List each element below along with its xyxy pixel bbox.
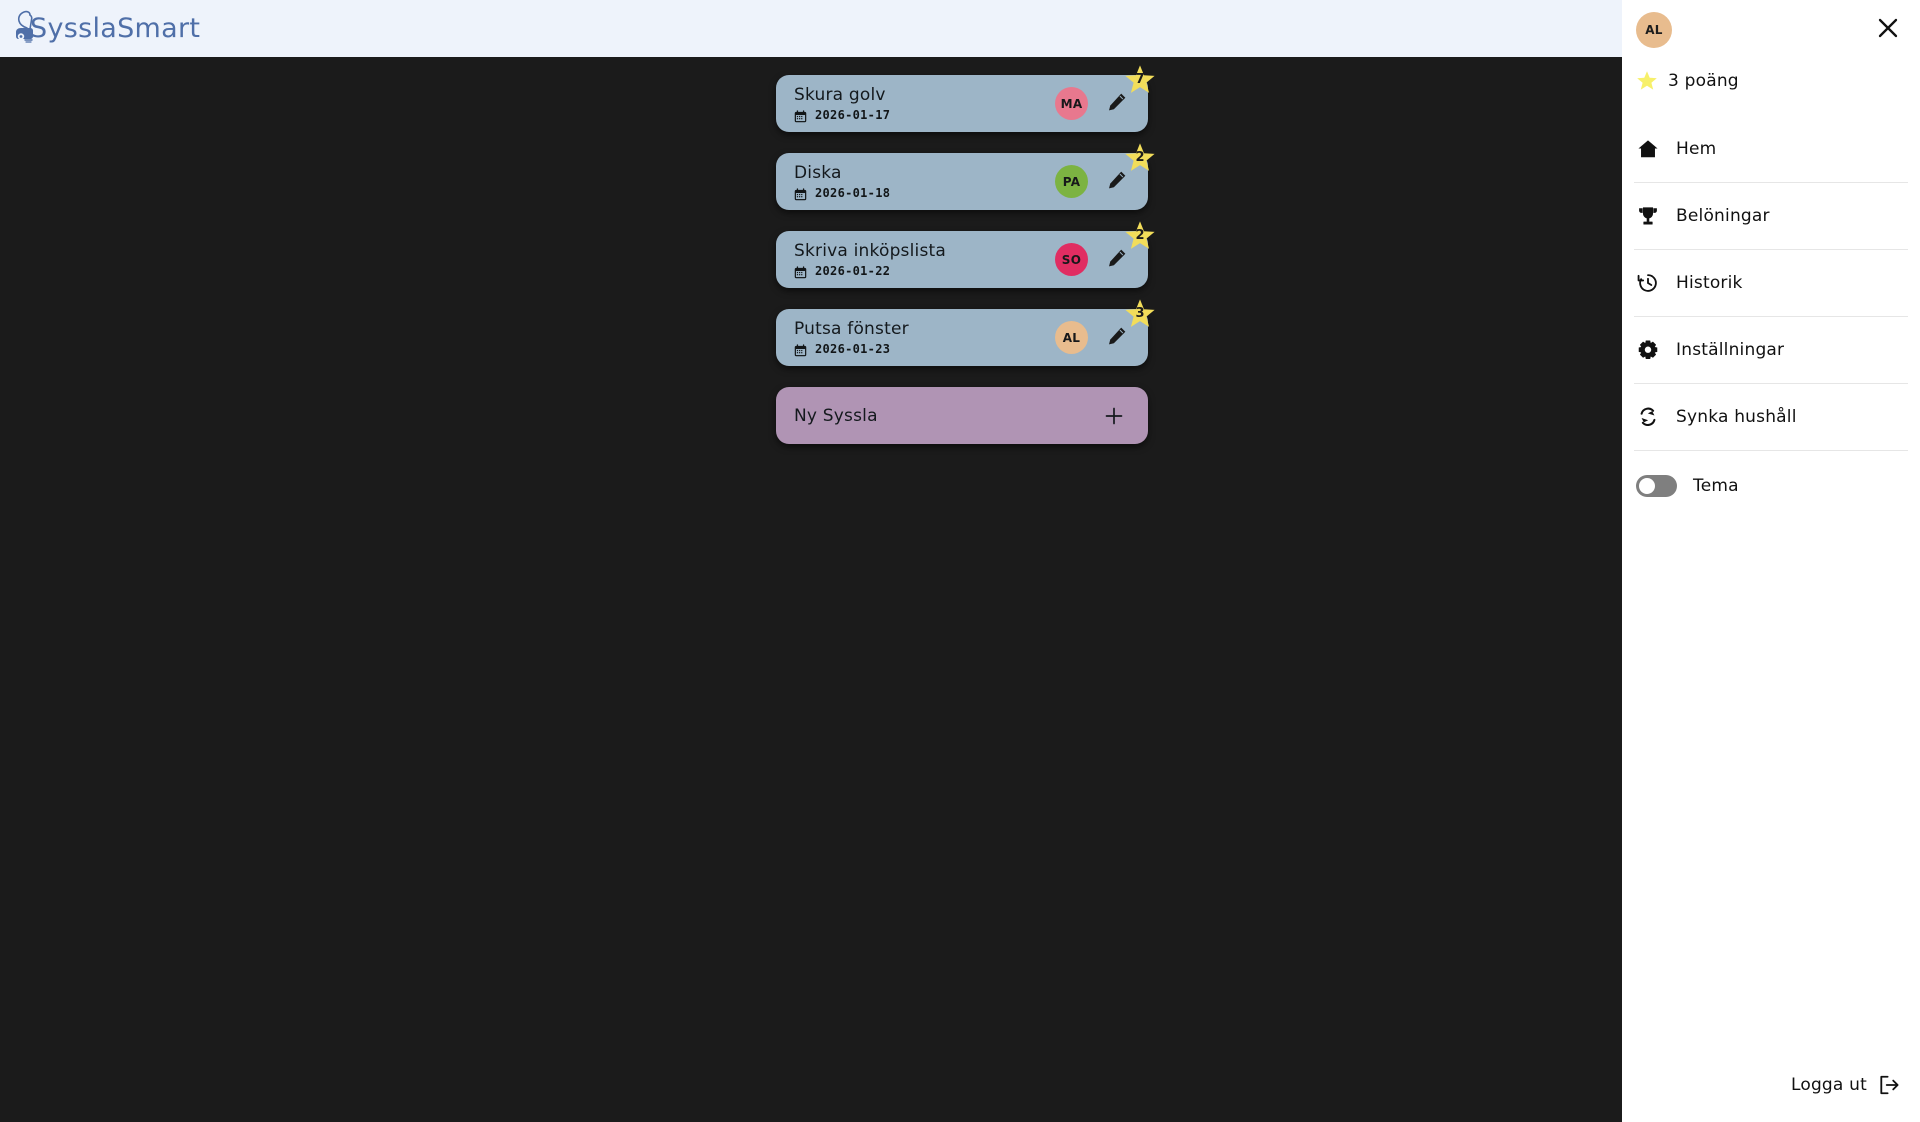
new-task-button[interactable]: Ny Syssla (776, 387, 1148, 444)
trophy-icon (1636, 204, 1660, 228)
points-value: 2 (1135, 227, 1145, 243)
sidebar-item-installningar[interactable]: Inställningar (1634, 317, 1908, 384)
task-title: Skura golv (794, 84, 886, 105)
sidebar-item-historik[interactable]: Historik (1634, 250, 1908, 317)
plus-icon (1104, 406, 1124, 426)
calendar-icon (794, 108, 807, 123)
avatar[interactable]: AL (1636, 12, 1672, 48)
sidebar-item-label: Inställningar (1676, 340, 1785, 360)
home-icon (1636, 137, 1660, 161)
new-task-label: Ny Syssla (794, 405, 878, 426)
assignee-avatar[interactable]: PA (1055, 165, 1088, 198)
edit-task-button[interactable] (1104, 325, 1130, 351)
sidebar-header: AL (1622, 0, 1920, 50)
sidebar-item-label: Synka hushåll (1676, 407, 1797, 427)
sidebar-item-label: Hem (1676, 139, 1717, 159)
task-date: 2026-01-23 (815, 341, 891, 356)
vacuum-cleaner-icon (14, 9, 58, 49)
theme-toggle[interactable] (1636, 475, 1677, 497)
pencil-icon (1106, 169, 1128, 195)
calendar-icon (794, 186, 807, 201)
sidebar-item-label: Belöningar (1676, 206, 1770, 226)
assignee-avatar[interactable]: SO (1055, 243, 1088, 276)
main-content: Skura golv (0, 57, 1622, 1122)
gear-icon (1636, 338, 1660, 362)
assignee-avatar[interactable]: AL (1055, 321, 1088, 354)
brand-logo-group[interactable]: SysslaSmart (14, 9, 200, 49)
edit-task-button[interactable] (1104, 247, 1130, 273)
points-summary: 3 poäng (1622, 50, 1920, 108)
points-label: 3 poäng (1668, 71, 1739, 91)
close-button[interactable] (1875, 17, 1901, 43)
theme-label: Tema (1693, 476, 1739, 496)
pencil-icon (1106, 247, 1128, 273)
theme-toggle-row[interactable]: Tema (1634, 451, 1908, 521)
calendar-icon (794, 264, 807, 279)
task-info: Diska (794, 162, 1055, 201)
brand-name: SysslaSmart (30, 13, 201, 44)
task-info: Skriva inköpslista (794, 240, 1055, 279)
task-card[interactable]: Skriva inköpslista (776, 221, 1155, 288)
task-date: 2026-01-18 (815, 185, 891, 200)
task-date: 2026-01-17 (815, 107, 891, 122)
task-date: 2026-01-22 (815, 263, 891, 278)
task-date-row: 2026-01-23 (794, 341, 1055, 357)
task-card[interactable]: Putsa fönster (776, 299, 1155, 366)
task-date-row: 2026-01-17 (794, 107, 1055, 123)
task-card[interactable]: Diska (776, 143, 1155, 210)
points-badge: 3 (1124, 298, 1156, 330)
sidebar-menu: Hem Belöningar (1634, 116, 1908, 451)
sidebar-item-beloningar[interactable]: Belöningar (1634, 183, 1908, 250)
sidebar-item-label: Historik (1676, 273, 1743, 293)
task-list: Skura golv (776, 65, 1155, 444)
task-title: Putsa fönster (794, 318, 909, 339)
task-title: Diska (794, 162, 842, 183)
points-badge: 2 (1124, 142, 1156, 174)
calendar-icon (794, 342, 807, 357)
pencil-icon (1106, 91, 1128, 117)
edit-task-button[interactable] (1104, 169, 1130, 195)
sidebar-drawer: AL 3 poäng (1622, 0, 1920, 1122)
pencil-icon (1106, 325, 1128, 351)
star-icon (1636, 70, 1658, 92)
points-value: 2 (1135, 149, 1145, 165)
sync-icon (1636, 405, 1660, 429)
app-header: SysslaSmart (0, 0, 1622, 57)
points-value: 7 (1135, 71, 1145, 87)
sidebar-item-hem[interactable]: Hem (1634, 116, 1908, 183)
points-badge: 7 (1124, 64, 1156, 96)
points-value: 3 (1135, 305, 1145, 321)
close-icon (1876, 16, 1900, 44)
points-badge: 2 (1124, 220, 1156, 252)
task-card[interactable]: Skura golv (776, 65, 1155, 132)
logout-button[interactable]: Logga ut (1791, 1074, 1900, 1096)
assignee-avatar[interactable]: MA (1055, 87, 1088, 120)
logout-icon (1878, 1074, 1900, 1096)
toggle-knob (1639, 478, 1655, 494)
history-icon (1636, 271, 1660, 295)
sidebar-item-synka-hushall[interactable]: Synka hushåll (1634, 384, 1908, 451)
task-title: Skriva inköpslista (794, 240, 947, 261)
task-info: Putsa fönster (794, 318, 1055, 357)
task-date-row: 2026-01-22 (794, 263, 1055, 279)
task-date-row: 2026-01-18 (794, 185, 1055, 201)
task-info: Skura golv (794, 84, 1055, 123)
edit-task-button[interactable] (1104, 91, 1130, 117)
logout-label: Logga ut (1790, 1075, 1867, 1095)
